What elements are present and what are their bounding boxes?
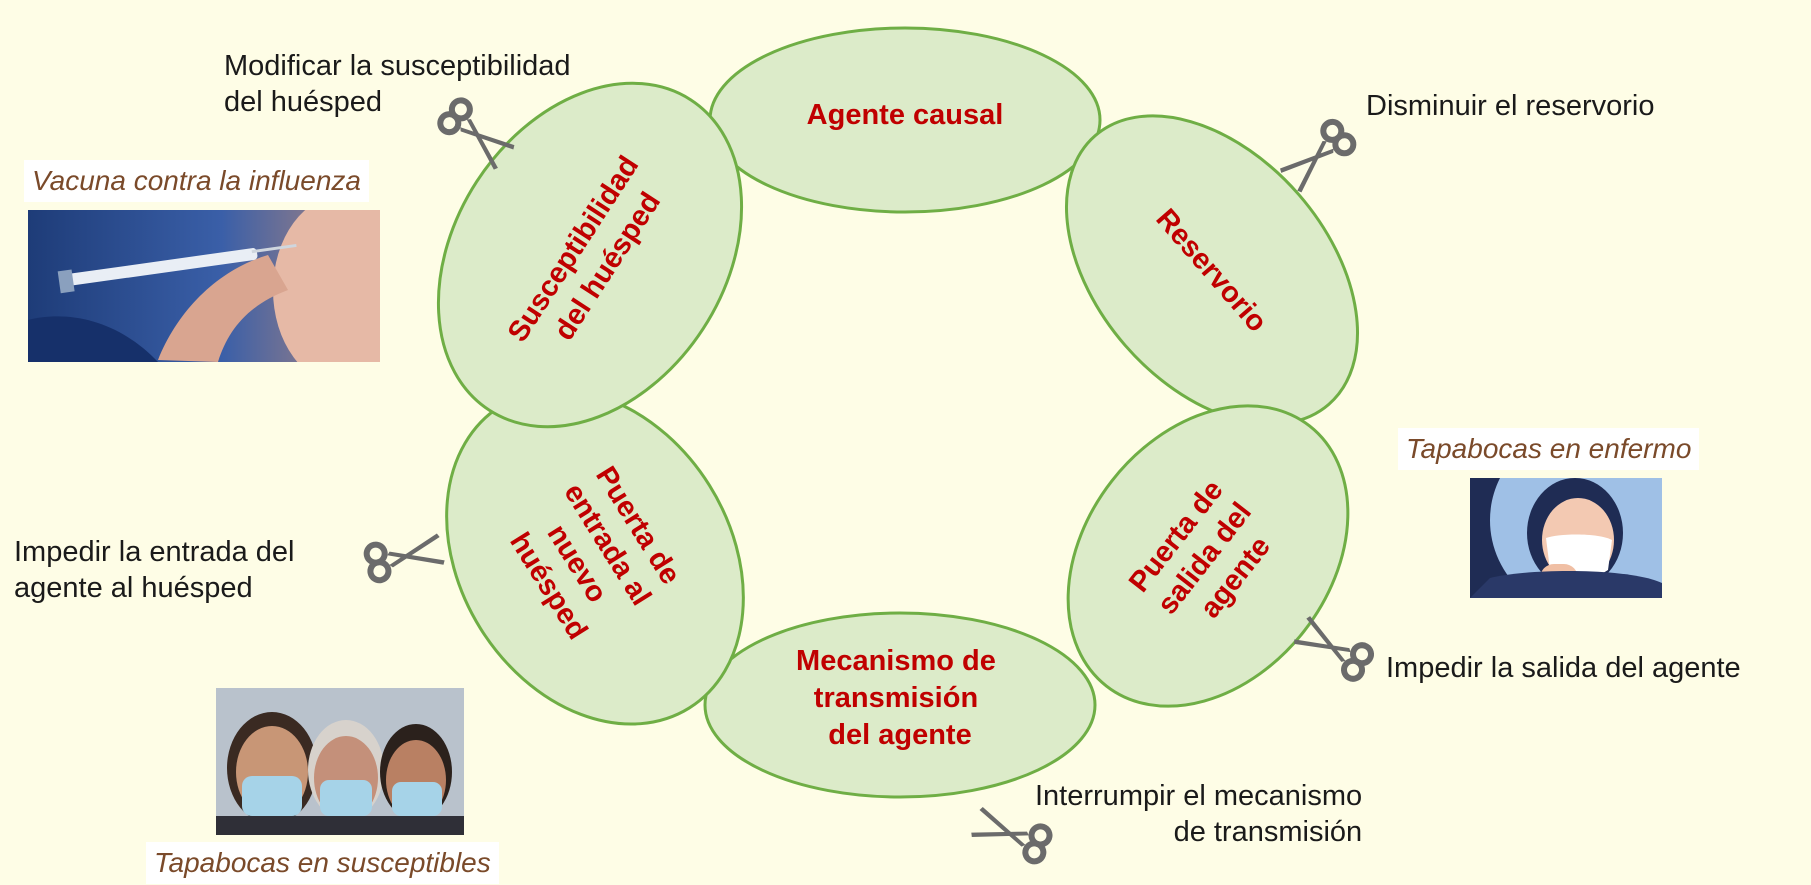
- action-disminuir-line1: Disminuir el reservorio: [1366, 90, 1655, 122]
- action-disminuir: Disminuir el reservorio: [1366, 88, 1654, 124]
- action-interrumpir-line1: Interrumpir el mecanismo: [1035, 780, 1363, 812]
- masked-people-photo: [216, 688, 464, 835]
- node-label-mecanismo: Mecanismo de transmisión del agente: [796, 645, 1004, 751]
- action-impedir-salida-line1: Impedir la salida del agente: [1386, 652, 1741, 684]
- node-puerta-salida: Puerta de salida del agente: [1066, 404, 1350, 708]
- action-modificar-line1: Modificar la susceptibilidad: [224, 50, 571, 82]
- scissors-icon: [1280, 118, 1357, 193]
- caption-tapabocas-susceptibles: Tapabocas en susceptibles: [146, 842, 499, 884]
- node-susceptibilidad: Susceptibilidad del huésped: [436, 81, 744, 429]
- action-impedir-entrada-line1: Impedir la entrada del: [14, 536, 295, 568]
- action-impedir-entrada-line2: agente al huésped: [14, 572, 253, 604]
- action-modificar-line2: del huésped: [224, 86, 383, 118]
- syringe-photo: [28, 210, 380, 362]
- scissors-icon: [1294, 616, 1375, 682]
- scissors-icon: [437, 97, 515, 170]
- mask-patient-photo: [1470, 478, 1662, 598]
- node-agente-causal: Agente causal: [708, 26, 1102, 214]
- caption-tapabocas-enfermo: Tapabocas en enfermo: [1398, 428, 1700, 470]
- node-reservorio: Reservorio: [1065, 114, 1359, 426]
- action-interrumpir: Interrumpir el mecanismo de transmisión: [1035, 778, 1362, 850]
- node-mecanismo: Mecanismo de transmisión del agente: [703, 611, 1097, 799]
- action-impedir-entrada: Impedir la entrada del agente al huésped: [14, 534, 295, 606]
- caption-vacuna: Vacuna contra la influenza: [24, 160, 369, 202]
- action-impedir-salida: Impedir la salida del agente: [1386, 650, 1741, 686]
- action-modificar: Modificar la susceptibilidad del huésped: [224, 48, 571, 120]
- scissors-icon: [363, 533, 445, 584]
- scissors-icon: [971, 806, 1053, 865]
- action-interrumpir-line2: de transmisión: [1173, 816, 1363, 848]
- node-label-agente-causal: Agente causal: [807, 99, 1004, 131]
